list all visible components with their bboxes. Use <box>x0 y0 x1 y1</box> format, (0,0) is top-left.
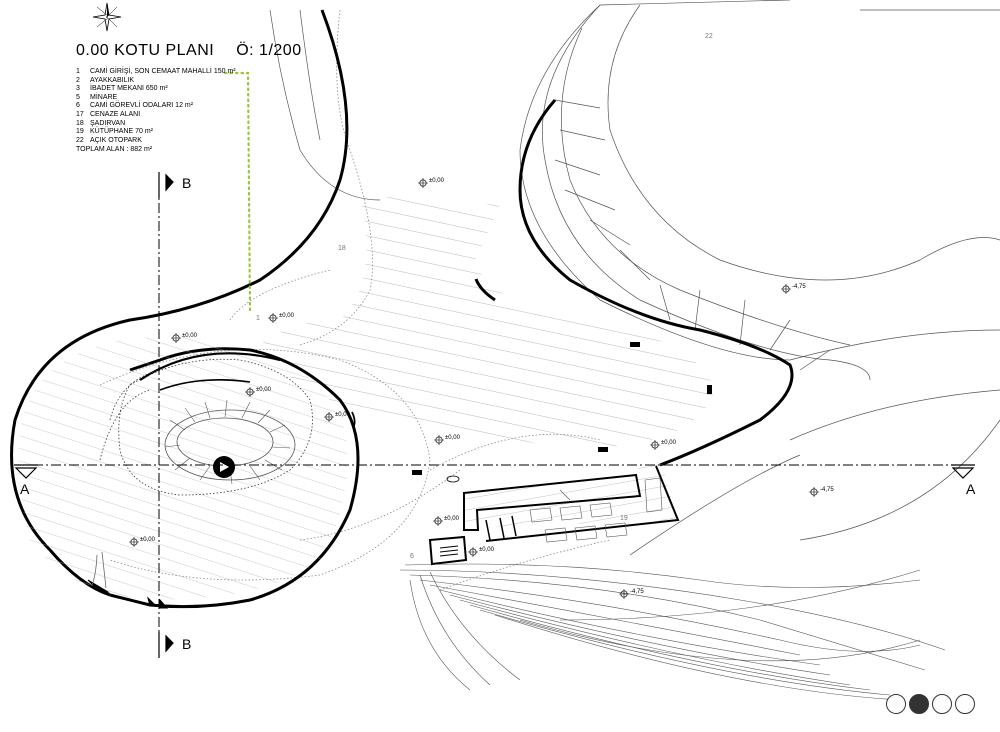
north-arrow-icon <box>92 2 122 32</box>
legend-item: 17 CENAZE ALANI <box>76 111 236 120</box>
elevation-marker: ±0,00 <box>434 435 461 445</box>
slide-pager <box>886 694 975 714</box>
bollard-marks <box>351 342 712 483</box>
section-a-left-label: A <box>20 481 30 497</box>
elevation-marker: ±0,00 <box>650 440 677 450</box>
legend-number: 22 <box>76 136 84 144</box>
legend-number: 3 <box>76 85 80 93</box>
section-a-right-label: A <box>966 481 976 497</box>
legend-item: 3 İBADET MEKANI 650 m² <box>76 85 236 94</box>
legend-number: 19 <box>76 128 84 136</box>
elevation-label: -4,75 <box>820 487 834 493</box>
prayer-hall-hatch <box>18 336 348 600</box>
elevation-label: ±0,00 <box>444 516 460 522</box>
legend-label: CENAZE ALANI <box>90 110 141 118</box>
legend-item: 18 ŞADIRVAN <box>76 120 236 129</box>
total-area: TOPLAM ALAN : 882 m² <box>76 146 153 153</box>
elevation-marker: ±0,00 <box>245 387 272 397</box>
room-number-18: 18 <box>338 245 346 252</box>
pager-dot-1[interactable] <box>886 694 906 714</box>
elevation-label: ±0,00 <box>140 537 156 543</box>
entrance-details <box>87 551 169 609</box>
pager-dot-3[interactable] <box>932 694 952 714</box>
section-markers <box>14 172 975 658</box>
legend-number: 2 <box>76 76 80 84</box>
legend-item: 2 AYAKKABILIK <box>76 77 236 86</box>
amphitheater-lines <box>399 563 946 701</box>
elevation-marker: -4,75 <box>809 487 834 497</box>
elevation-label: ±0,00 <box>661 440 677 446</box>
elevation-marker: ±0,00 <box>433 516 460 526</box>
room-number-1: 1 <box>256 315 260 322</box>
section-b-bottom-label: B <box>182 636 191 652</box>
plan-title-text: 0.00 KOTU PLANI <box>76 42 215 59</box>
library-building <box>428 463 680 566</box>
room-number-6: 6 <box>410 553 414 560</box>
legend-label: AÇIK OTOPARK <box>90 136 142 144</box>
elevation-marker: ±0,00 <box>171 333 198 343</box>
legend-label: ŞADIRVAN <box>90 119 126 127</box>
pager-dot-2[interactable] <box>909 694 929 714</box>
pager-dot-4[interactable] <box>955 694 975 714</box>
elevation-label: -4,75 <box>630 589 644 595</box>
elevation-label: ±0,00 <box>335 412 351 418</box>
legend-item: 5 MİNARE <box>76 94 236 103</box>
legend-number: 17 <box>76 110 84 118</box>
elevation-label: -4,75 <box>792 284 806 290</box>
ramp-upper <box>542 4 871 381</box>
plan-scale: Ö: 1/200 <box>236 42 302 59</box>
legend-leader-line <box>223 71 252 312</box>
legend-number: 6 <box>76 102 80 110</box>
elevation-marker: ±0,00 <box>468 547 495 557</box>
legend-label: İBADET MEKANI 650 m² <box>90 85 168 93</box>
legend-item: 6 CAMİ GÖREVLİ ODALARI 12 m² <box>76 102 236 111</box>
plaza-hatch <box>260 195 715 448</box>
elevation-label: ±0,00 <box>279 313 295 319</box>
legend-label: CAMİ GÖREVLİ ODALARI 12 m² <box>90 102 194 110</box>
legend-label: CAMİ GİRİŞİ, SON CEMAAT MAHALLİ 150 m² <box>90 68 236 75</box>
room-number-19: 19 <box>620 515 628 522</box>
legend-label: MİNARE <box>90 93 118 101</box>
legend-item: 19 KÜTÜPHANE 70 m² <box>76 128 236 137</box>
section-b-top-label: B <box>182 175 191 191</box>
elevation-marker: ±0,00 <box>268 313 295 323</box>
room-number-22: 22 <box>705 33 713 40</box>
legend-label: KÜTÜPHANE 70 m² <box>90 128 154 136</box>
terrain-boundaries <box>269 0 1000 556</box>
legend-item: 22 AÇIK OTOPARK <box>76 137 236 146</box>
elevation-label: ±0,00 <box>479 547 495 553</box>
elevation-marker: -4,75 <box>619 589 644 599</box>
legend-number: 5 <box>76 93 80 101</box>
legend-number: 1 <box>76 68 80 75</box>
plan-title: 0.00 KOTU PLANI Ö: 1/200 <box>76 42 302 60</box>
elevation-label: ±0,00 <box>256 387 272 393</box>
legend-number: 18 <box>76 119 84 127</box>
elevation-marker: ±0,00 <box>418 178 445 188</box>
legend-item: 1 CAMİ GİRİŞİ, SON CEMAAT MAHALLİ 150 m² <box>76 68 236 77</box>
legend-label: AYAKKABILIK <box>90 76 135 84</box>
minaret <box>213 456 235 478</box>
elevation-marker: ±0,00 <box>129 537 156 547</box>
elevation-label: ±0,00 <box>429 178 445 184</box>
elevation-label: ±0,00 <box>182 333 198 339</box>
elevation-marker: ±0,00 <box>324 412 351 422</box>
elevation-marker: -4,75 <box>781 284 806 294</box>
elevation-markers: ±0,00 ±0,00 ±0,00 ±0,00 ±0,00 ±0,00 ±0,00 ±0,00… <box>129 178 834 599</box>
elevation-label: ±0,00 <box>445 435 461 441</box>
